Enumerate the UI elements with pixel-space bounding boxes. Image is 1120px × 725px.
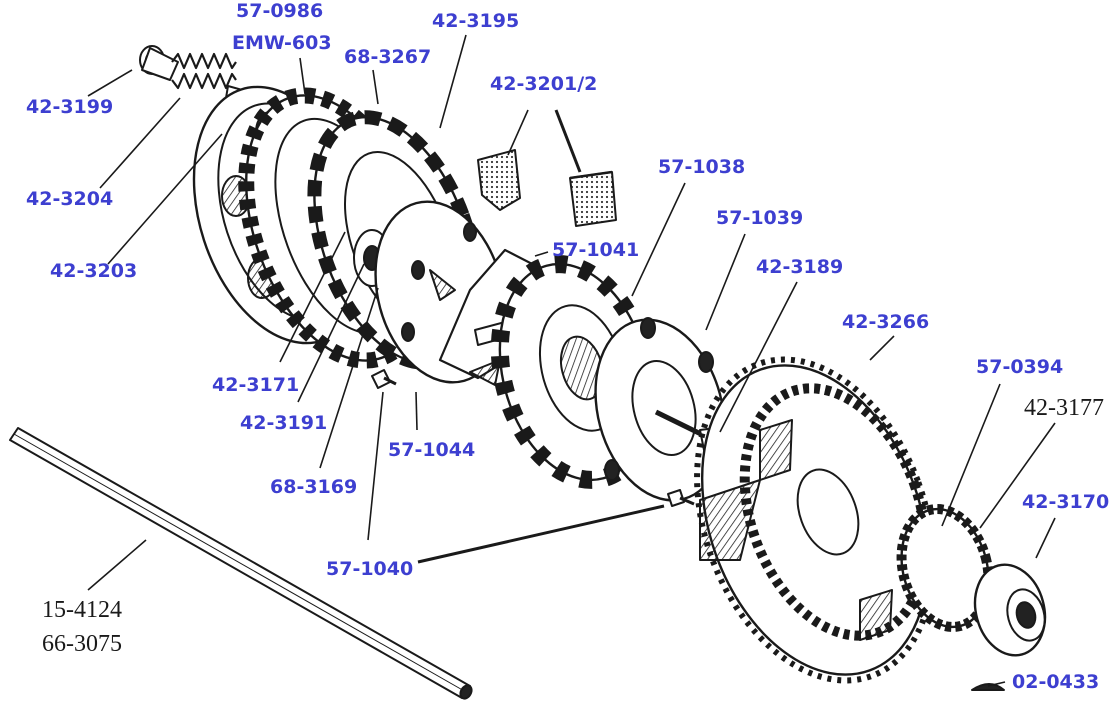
retaining-screws	[371, 369, 695, 507]
pushrod-shaft	[9, 427, 473, 700]
part-label-57-1041: 57-1041	[552, 239, 640, 261]
part-label-42-3171: 42-3171	[212, 374, 300, 396]
woodruff-key	[971, 683, 1005, 691]
clutch-backplate	[594, 317, 726, 502]
part-label-02-0433: 02-0433	[1012, 671, 1100, 693]
part-label-57-0986: 57-0986	[236, 0, 324, 22]
part-label-42-3195: 42-3195	[432, 10, 520, 32]
chainwheel	[694, 356, 936, 684]
part-label-42-3191: 42-3191	[240, 412, 328, 434]
part-label-42-3266: 42-3266	[842, 311, 930, 333]
part-label-57-0394: 57-0394	[976, 356, 1064, 378]
part-label-57-1038: 57-1038	[658, 156, 746, 178]
part-label-68-3169: 68-3169	[270, 476, 358, 498]
part-label-57-1044: 57-1044	[388, 439, 476, 461]
part-label-15-4124: 15-4124	[42, 597, 122, 623]
part-label-42-3204: 42-3204	[26, 188, 114, 210]
part-label-42-3189: 42-3189	[756, 256, 844, 278]
leader-lines	[87, 34, 1056, 687]
part-label-42-3170: 42-3170	[1022, 491, 1110, 513]
bearing-assembly	[896, 504, 1047, 657]
part-label-68-3267: 68-3267	[344, 46, 432, 68]
part-label-57-1039: 57-1039	[716, 207, 804, 229]
part-label-42-3177: 42-3177	[1024, 395, 1104, 421]
part-label-42-3203: 42-3203	[50, 260, 138, 282]
part-label-66-3075: 66-3075	[42, 631, 122, 657]
part-label-42-3201-2: 42-3201/2	[490, 73, 598, 95]
rubber-blocks	[477, 149, 617, 227]
part-label-emw-603: EMW-603	[232, 32, 332, 54]
part-label-42-3199: 42-3199	[26, 96, 114, 118]
part-label-57-1040: 57-1040	[326, 558, 414, 580]
